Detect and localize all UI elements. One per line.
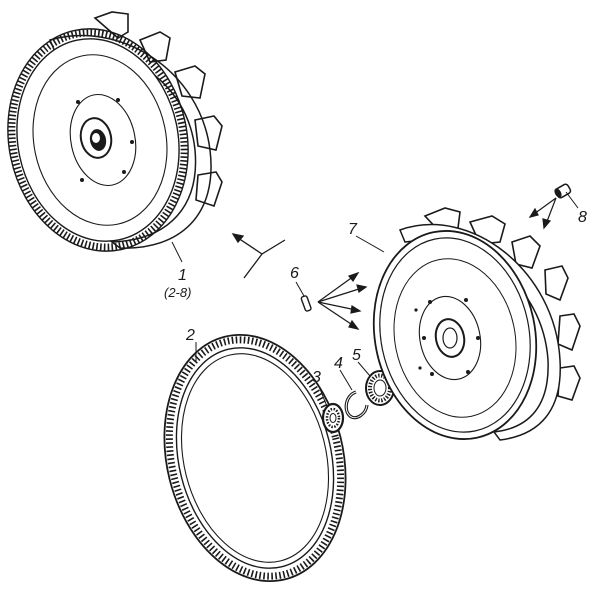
callout-3: 3 (312, 369, 321, 386)
plug (554, 183, 572, 199)
assembly-arrows-6 (317, 271, 368, 330)
ring-gear (163, 333, 347, 583)
callout-6: 6 (290, 265, 299, 282)
snap-ring (344, 390, 369, 420)
callout-1-sub: (2-8) (164, 285, 191, 300)
callout-1: 1 (178, 267, 187, 284)
callout-5: 5 (352, 347, 361, 364)
bearing (321, 402, 345, 434)
callout-8: 8 (578, 209, 587, 226)
leader-lines (171, 191, 579, 405)
callout-4: 4 (334, 355, 343, 372)
bracket-tabs-left (93, 11, 223, 208)
assembly-arrow-left (231, 233, 286, 279)
pin (300, 295, 312, 312)
callout-7: 7 (348, 221, 358, 238)
flywheel-assembly (7, 11, 223, 252)
flywheel (372, 207, 581, 441)
assembly-arrows-8 (528, 197, 557, 230)
callout-2: 2 (185, 327, 195, 344)
